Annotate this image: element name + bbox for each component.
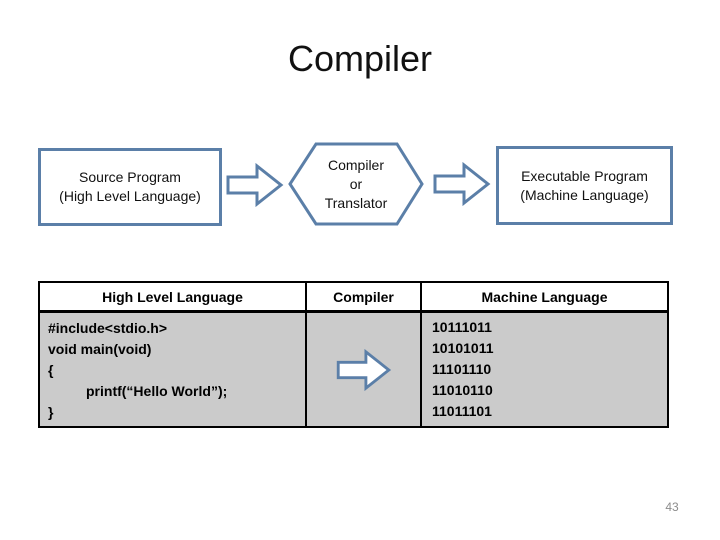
code-line: { [48,362,54,378]
code-line: } [48,404,54,420]
source-program-line2: (High Level Language) [59,188,201,204]
machine-code-cell: 10111011 10101011 11101110 11010110 1101… [422,313,667,426]
table-header-machine-language: Machine Language [422,283,667,313]
binary-line: 11101110 [432,361,492,377]
hexagon-line2: or [349,175,363,192]
right-block-arrow-icon [336,348,391,391]
executable-program-line2: (Machine Language) [520,186,649,203]
source-program-line1: Source Program [79,169,181,185]
binary-line: 10101011 [432,340,494,356]
code-line: void main(void) [48,341,152,357]
page-title: Compiler [287,38,433,79]
binary-line: 10111011 [432,319,492,335]
table-header-compiler: Compiler [307,283,422,313]
executable-program-box: Executable Program (Machine Language) [496,146,673,225]
flow-arrow-icon [226,162,284,208]
language-comparison-table: High Level Language Compiler Machine Lan… [38,281,669,428]
compiler-hexagon: Compiler or Translator [288,142,424,226]
hexagon-line3: Translator [324,194,388,211]
binary-line: 11010110 [432,382,493,398]
hexagon-line1: Compiler [327,156,384,173]
executable-program-line1: Executable Program [521,167,648,184]
compiler-arrow-cell [307,313,422,426]
code-line: #include<stdio.h> [48,320,168,336]
source-code-cell: #include<stdio.h> void main(void) { prin… [40,313,307,426]
code-line: printf(“Hello World”); [86,383,228,399]
flow-arrow-icon [433,161,491,207]
source-program-box: Source Program (High Level Language) [38,148,222,226]
binary-line: 11011101 [432,403,492,419]
page-number: 43 [665,500,679,514]
table-header-high-level-language: High Level Language [40,283,307,313]
